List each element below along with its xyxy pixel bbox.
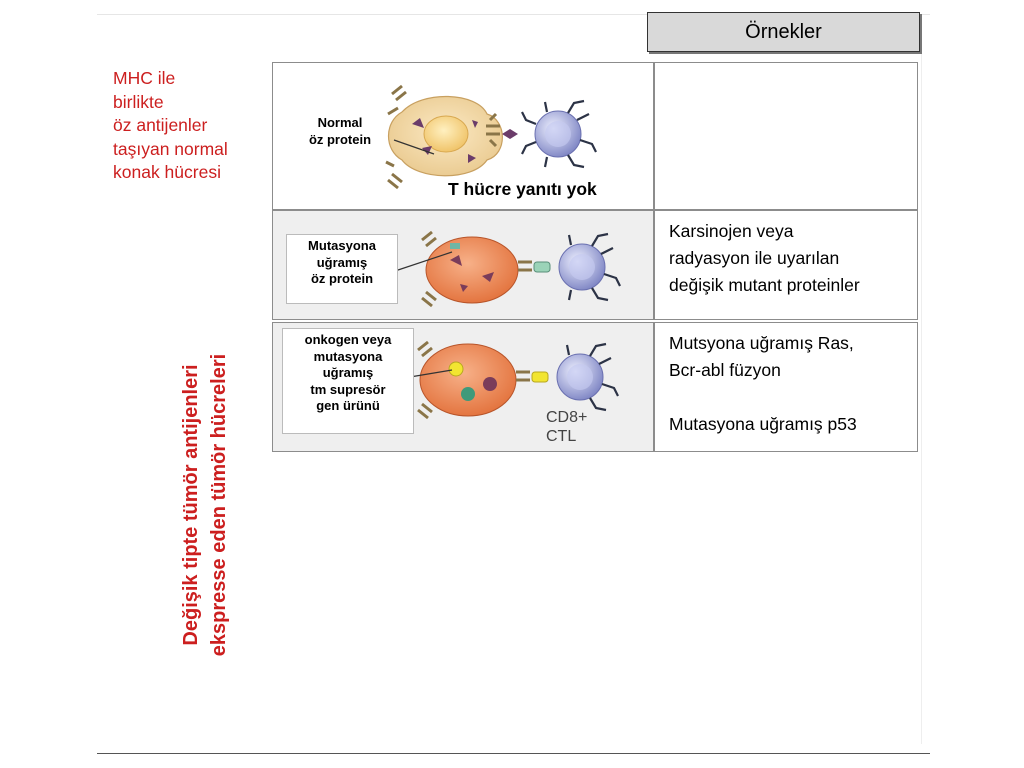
row-3-examples-text: Mutsyona uğramış Ras, Bcr-abl füzyon Mut… [669, 333, 857, 434]
mhc-molecules-row-2 [421, 230, 532, 308]
pointer-line-row-2 [391, 251, 453, 273]
immune-diagram [385, 84, 621, 420]
receptor-row-1 [502, 129, 518, 139]
examples-header: Örnekler [647, 12, 920, 52]
bottom-rule [97, 753, 930, 754]
mhc-molecules-row-1 [385, 84, 500, 190]
normal-host-cell [388, 95, 503, 177]
tumor-cell-row-3 [419, 343, 517, 417]
receptor-row-3 [531, 371, 549, 383]
mhc-host-cell-label: MHC ile birlikte öz antijenler taşıyan n… [113, 68, 228, 182]
tumor-cells-vertical-label: Değişik tipte tümör antijenleri ekspress… [180, 353, 230, 657]
row-3-examples-cell [654, 322, 918, 452]
row-2-examples-text: Karsinojen veya radyasyon ile uyarılan d… [669, 221, 860, 295]
antigen-table: Karsinojen veya radyasyon ile uyarılan d… [272, 62, 918, 454]
t-cell-row-3 [556, 342, 619, 412]
receptor-row-2 [533, 261, 551, 273]
normal-protein-label: Normal öz protein [294, 111, 386, 155]
no-t-cell-response-label: T hücre yanıtı yok [448, 179, 597, 199]
mutated-protein-label: Mutasyona uğramış öz protein [286, 234, 398, 304]
examples-title: Örnekler [745, 20, 822, 43]
mhc-molecules-row-3 [417, 340, 530, 420]
tumor-cell-row-2 [425, 236, 519, 304]
row-1-examples-cell [654, 62, 918, 210]
right-rule [921, 14, 922, 744]
top-rule [97, 14, 930, 15]
pointer-line-row-1 [393, 139, 435, 155]
oncogene-product-label: onkogen veya mutasyona uğramış tm supres… [282, 328, 414, 434]
t-cell-row-1 [521, 99, 597, 169]
row-2-examples-cell [654, 210, 918, 320]
t-cell-row-2 [558, 232, 621, 302]
cd8-ctl-label: CD8+ CTL [546, 409, 588, 445]
